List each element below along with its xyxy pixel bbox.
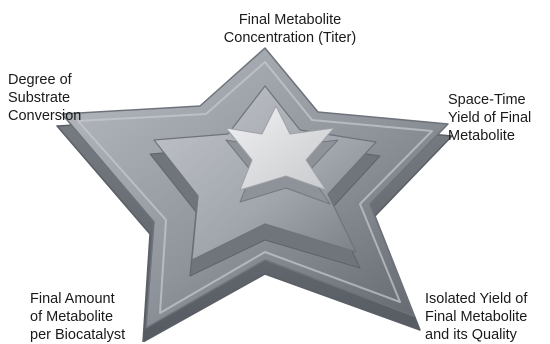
label-space-time-yield: Space-Time Yield of Final Metabolite: [448, 91, 531, 145]
label-line: of Metabolite: [30, 308, 125, 326]
label-isolated-yield-and-quality: Isolated Yield of Final Metabolite and i…: [425, 290, 527, 344]
label-final-amount-per-biocatalyst: Final Amount of Metabolite per Biocataly…: [30, 290, 125, 344]
label-line: per Biocatalyst: [30, 326, 125, 344]
label-line: Metabolite: [448, 127, 531, 145]
label-line: Substrate: [8, 89, 81, 107]
label-final-metabolite-concentration: Final Metabolite Concentration (Titer): [205, 11, 375, 47]
label-line: Space-Time: [448, 91, 531, 109]
label-line: Degree of: [8, 71, 81, 89]
label-line: Concentration (Titer): [205, 29, 375, 47]
label-degree-of-substrate-conversion: Degree of Substrate Conversion: [8, 71, 81, 125]
label-line: and its Quality: [425, 326, 527, 344]
label-line: Final Metabolite: [205, 11, 375, 29]
label-line: Yield of Final: [448, 109, 531, 127]
label-line: Conversion: [8, 107, 81, 125]
label-line: Final Metabolite: [425, 308, 527, 326]
label-line: Final Amount: [30, 290, 125, 308]
label-line: Isolated Yield of: [425, 290, 527, 308]
